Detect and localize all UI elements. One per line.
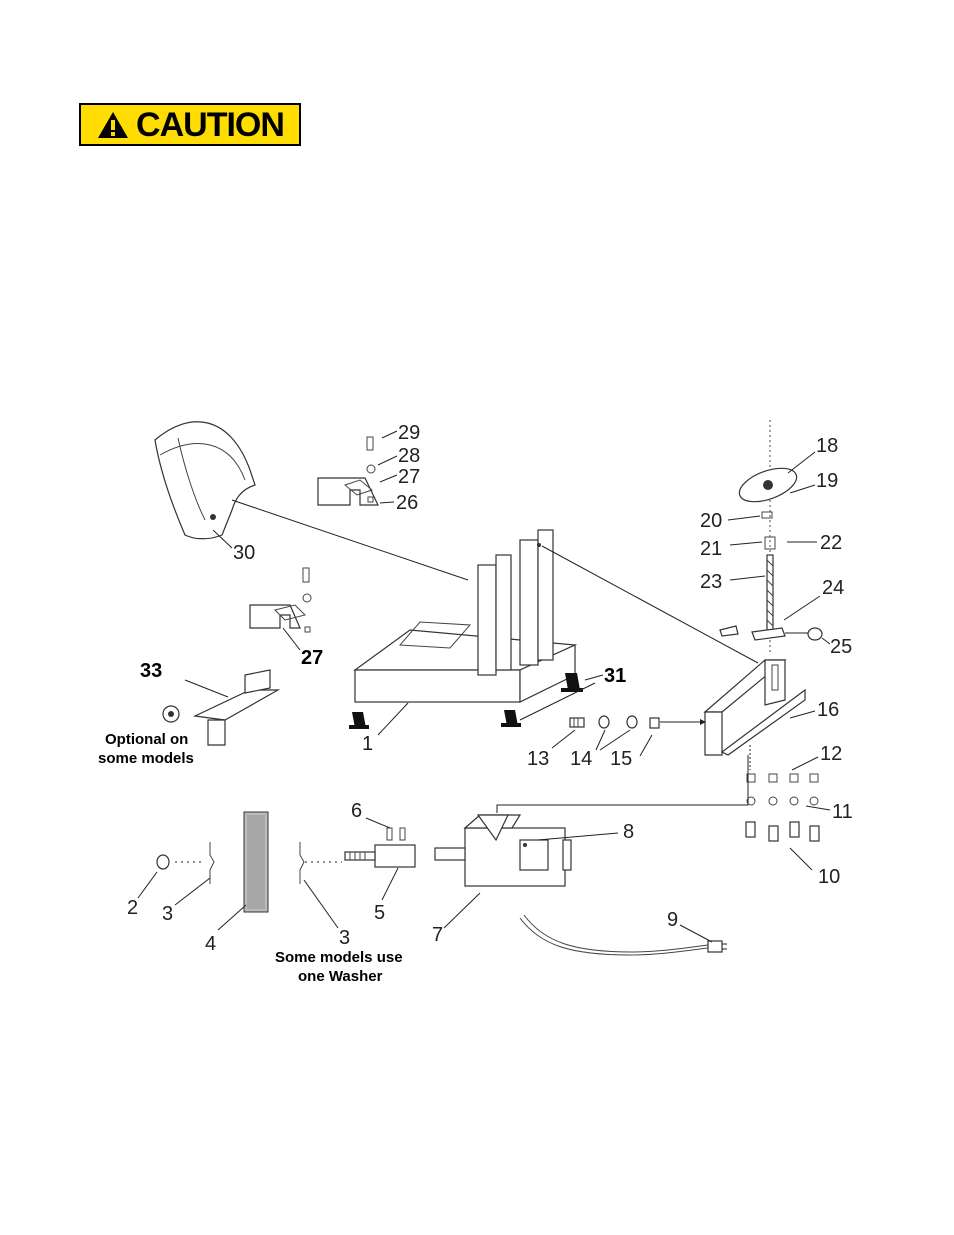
motor-mount-bracket <box>705 660 805 755</box>
callout-5: 5 <box>374 902 385 924</box>
callout-27-lower: 27 <box>301 647 323 669</box>
base-frame <box>355 530 575 702</box>
callout-29: 29 <box>398 422 420 444</box>
wheel-guard <box>155 422 255 539</box>
callout-13: 13 <box>527 748 549 770</box>
callout-3-right: 3 <box>339 927 350 949</box>
callout-30: 30 <box>233 542 255 564</box>
callout-28: 28 <box>398 445 420 467</box>
callout-11: 11 <box>832 801 853 823</box>
callout-14: 14 <box>570 748 592 770</box>
callout-22: 22 <box>820 532 842 554</box>
callout-33: 33 <box>140 660 162 682</box>
callout-10: 10 <box>818 866 840 888</box>
grinding-wheel-stack <box>157 812 304 912</box>
washer-note-line1: Some models use <box>275 949 403 966</box>
callout-6: 6 <box>351 800 362 822</box>
mount-hardware-grid <box>746 774 819 841</box>
callout-1: 1 <box>362 733 373 755</box>
callout-9: 9 <box>667 909 678 931</box>
callout-3-left: 3 <box>162 903 173 925</box>
callout-12: 12 <box>820 743 842 765</box>
spacer-washer-set <box>570 716 706 728</box>
callout-24: 24 <box>822 577 844 599</box>
callout-15: 15 <box>610 748 632 770</box>
callout-31: 31 <box>604 665 626 687</box>
callout-21: 21 <box>700 538 722 560</box>
callout-4: 4 <box>205 933 216 955</box>
callout-18: 18 <box>816 435 838 457</box>
washer-note-line2: one Washer <box>298 968 383 985</box>
callout-20: 20 <box>700 510 722 532</box>
upper-tool-rest-bracket <box>318 437 378 505</box>
lower-tool-rest-bracket <box>250 568 311 632</box>
callout-2: 2 <box>127 897 138 919</box>
optional-note-line1: Optional on <box>105 731 188 748</box>
motor <box>435 815 571 886</box>
callout-7: 7 <box>432 924 443 946</box>
callout-8: 8 <box>623 821 634 843</box>
power-cord <box>520 915 727 955</box>
eye-shield-assembly <box>720 420 822 655</box>
flange-adapter <box>345 828 415 867</box>
callout-16: 16 <box>817 699 839 721</box>
callout-19: 19 <box>816 470 838 492</box>
optional-note-line2: some models <box>98 750 194 767</box>
callout-26: 26 <box>396 492 418 514</box>
callout-23: 23 <box>700 571 722 593</box>
callout-27-upper: 27 <box>398 466 420 488</box>
callout-25: 25 <box>830 636 852 658</box>
